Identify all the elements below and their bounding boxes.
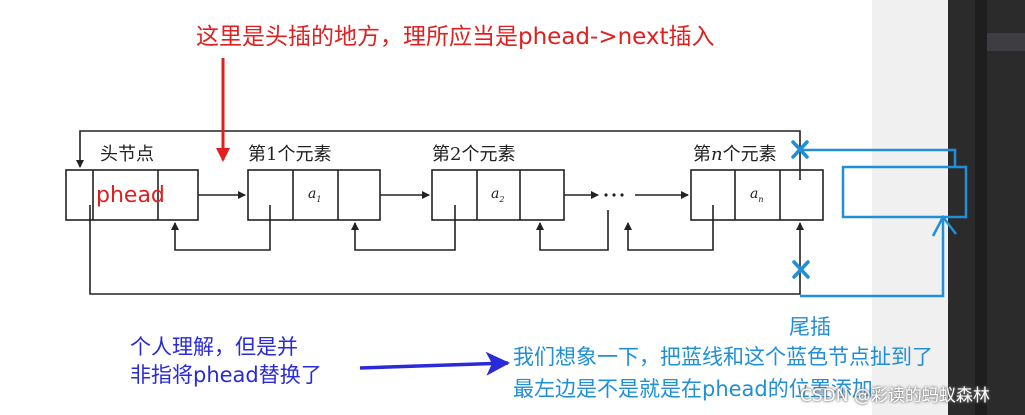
editor-scroll-strip (975, 0, 987, 415)
watermark: CSDN @彩读的蚂蚁森林 (800, 386, 990, 406)
annotation-left-line2: 非指将phead替换了 (130, 363, 322, 387)
node-n-title: 第n个元素 (693, 144, 777, 165)
node-n-box (690, 169, 824, 221)
node-2-title: 第2个元素 (432, 144, 516, 165)
editor-scroll-thumb[interactable] (987, 33, 1025, 51)
annotation-left-line1: 个人理解，但是并 (130, 335, 298, 359)
node-n-value: an (750, 186, 764, 204)
phead-label: phead (96, 183, 165, 208)
annotation-right-line2: 最左边是不是就是在phead的位置添加 (513, 377, 873, 401)
head-node-label: 头节点 (100, 144, 154, 165)
blue-pointer-arrow (359, 351, 510, 376)
node-1-value: a1 (308, 186, 322, 204)
annotation-top: 这里是头插的地方，理所应当是phead->next插入 (196, 24, 715, 50)
tail-insert-label: 尾插 (789, 315, 831, 339)
tail-insert-node-box (841, 165, 968, 219)
editor-panel-light (872, 0, 948, 415)
annotation-right-line1: 我们想象一下，把蓝线和这个蓝色节点扯到了 (513, 345, 933, 369)
node-2-value: a2 (491, 186, 505, 204)
node-1-title: 第1个元素 (248, 144, 332, 165)
